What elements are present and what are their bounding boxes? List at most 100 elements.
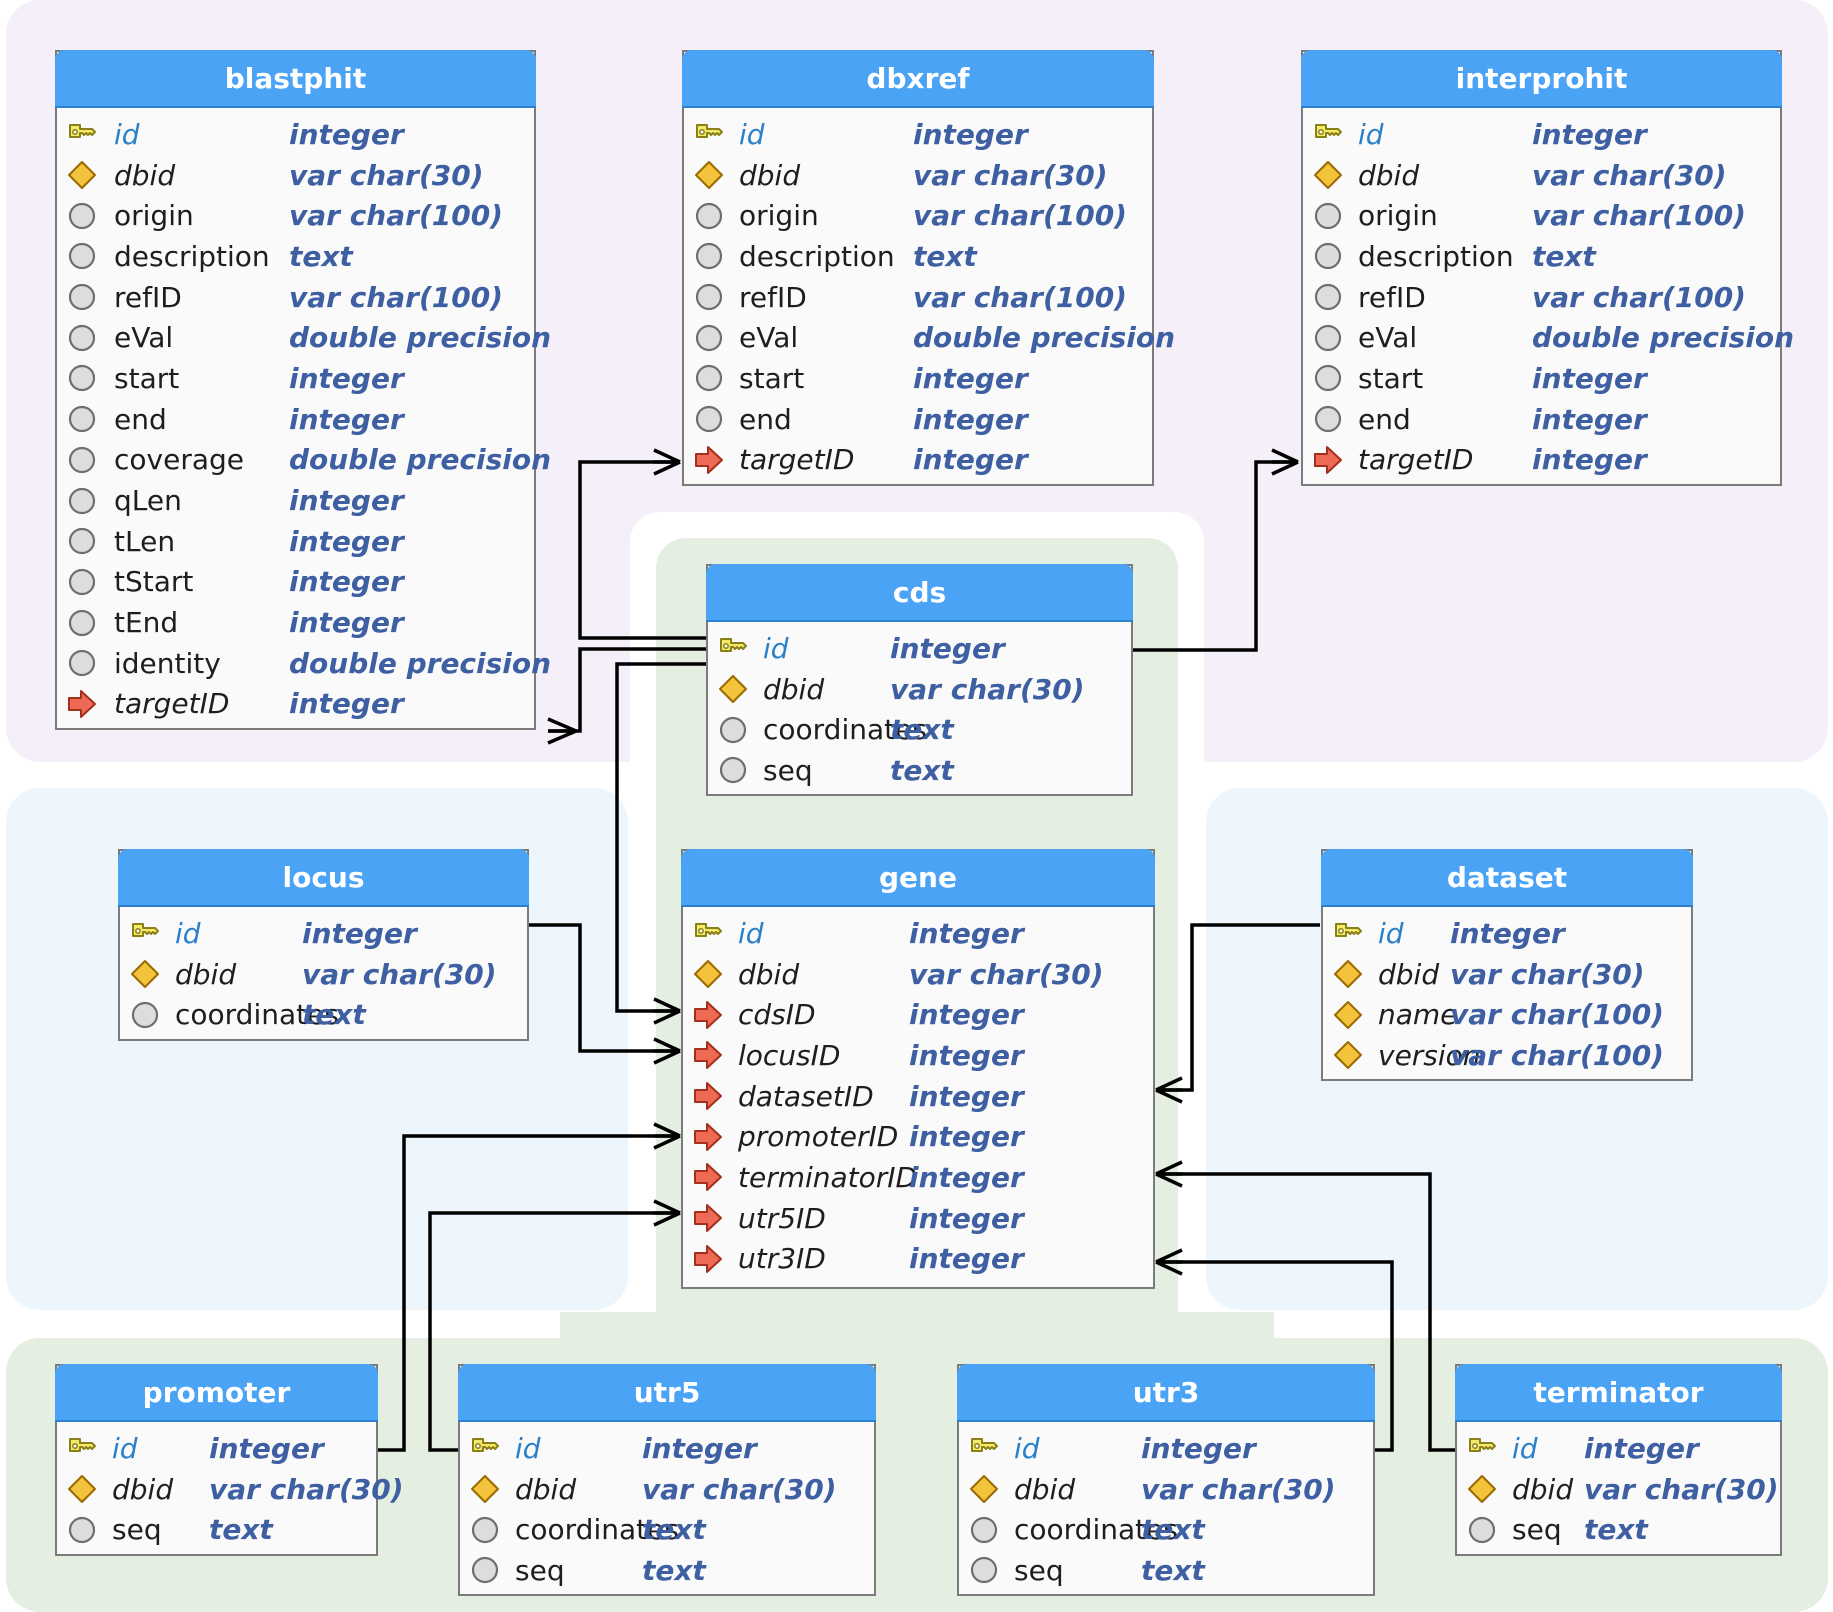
circle-icon <box>65 646 99 680</box>
crowfoot-dbxref <box>653 448 681 476</box>
table-title: promoter <box>55 1364 378 1422</box>
column-name: dbid <box>1014 1472 1076 1506</box>
column-name: end <box>1358 402 1411 436</box>
arrow-icon <box>691 1242 725 1276</box>
column-name: coordinates <box>175 998 339 1032</box>
column-name: seq <box>1512 1513 1562 1547</box>
column-type: var char(30) <box>1532 158 1727 192</box>
column-name: dbid <box>739 158 801 192</box>
arrow-icon <box>691 1160 725 1194</box>
column-name: dbid <box>114 158 176 192</box>
column-type: var char(100) <box>1532 280 1746 314</box>
arrow-icon <box>65 687 99 721</box>
column-name: id <box>515 1431 541 1465</box>
circle-icon <box>65 361 99 395</box>
column-name: identity <box>114 646 221 680</box>
column-name: id <box>175 916 201 950</box>
circle-icon <box>716 753 750 787</box>
column-type: var char(30) <box>909 957 1104 991</box>
column-type: integer <box>890 631 1005 665</box>
column-name: origin <box>114 199 194 233</box>
